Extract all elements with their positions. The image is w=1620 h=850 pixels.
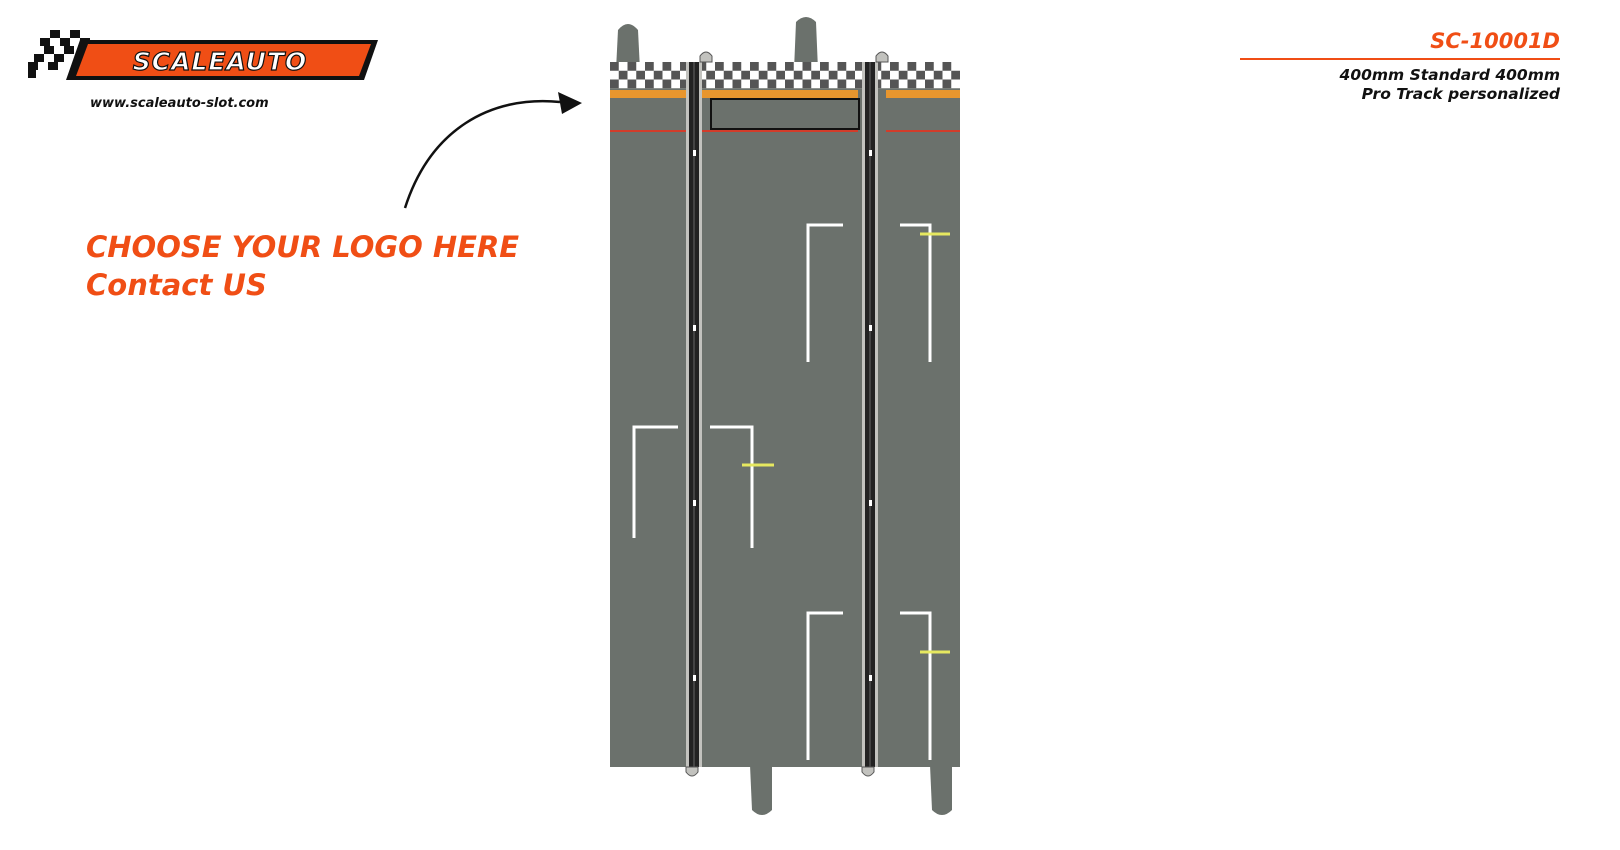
rail-tie <box>693 675 696 681</box>
checker-square <box>828 70 838 80</box>
checker-square <box>732 79 742 89</box>
checker-square <box>610 79 619 89</box>
checker-square <box>793 70 803 80</box>
product-divider <box>1240 58 1560 60</box>
rail-tie <box>693 500 696 506</box>
checker-square <box>846 70 855 80</box>
checker-square <box>715 62 724 71</box>
rail-tie <box>869 500 872 506</box>
checkered-start-band <box>610 62 960 89</box>
rail-tie <box>693 150 696 156</box>
connector-tab-bottom-left <box>750 765 772 815</box>
checker-square <box>785 62 794 71</box>
curved-arrow-icon <box>403 92 582 209</box>
red-line-left <box>610 130 686 132</box>
checker-square <box>907 79 917 89</box>
orange-stripe-left <box>610 90 686 98</box>
checker-square <box>916 70 925 80</box>
connector-tab-bottom-right <box>930 765 952 815</box>
checker-square <box>627 79 637 89</box>
checker-square <box>723 70 733 80</box>
checker-square <box>645 62 654 71</box>
checker-square <box>715 79 724 89</box>
checker-square <box>680 62 689 71</box>
rail-clip-top-right <box>875 51 889 63</box>
pit-marking-3 <box>806 611 932 760</box>
product-description-line2: Pro Track personalized <box>1361 85 1560 103</box>
checker-square <box>767 79 777 89</box>
website-url[interactable]: www.scaleauto-slot.com <box>90 96 269 111</box>
pit-marking-2 <box>632 425 754 548</box>
checker-square <box>680 79 689 89</box>
lane-2-slot <box>862 62 878 767</box>
rail-tie <box>869 150 872 156</box>
checker-square <box>855 79 864 89</box>
checker-square <box>750 79 759 89</box>
checker-square <box>758 70 768 80</box>
checker-square <box>802 79 812 89</box>
checker-square <box>618 70 628 80</box>
rail-tie <box>869 675 872 681</box>
product-info: SC-10001D 400mm Standard 400mm Pro Track… <box>1240 28 1560 104</box>
checker-square <box>942 79 952 89</box>
orange-stripe-center <box>702 90 858 98</box>
pit-marking-1 <box>806 223 932 362</box>
checker-square <box>898 70 908 80</box>
checker-square <box>837 62 847 71</box>
contact-us-link[interactable]: Contact US <box>86 268 267 302</box>
logo-callout: CHOOSE YOUR LOGO HERE Contact US <box>86 228 519 304</box>
checkered-flag-icon <box>28 30 90 78</box>
red-line-right <box>886 130 960 132</box>
checker-square <box>767 62 777 71</box>
checker-square <box>837 79 847 89</box>
brand-logo-text: SCALEAUTO <box>133 47 308 76</box>
checker-square <box>925 62 934 71</box>
connector-tab-top-left <box>616 24 640 70</box>
rail-clip-top-left <box>699 51 713 63</box>
checker-square <box>662 79 672 89</box>
checker-square <box>785 79 794 89</box>
product-code: SC-10001D <box>1430 29 1560 53</box>
checker-square <box>855 62 864 71</box>
checker-square <box>645 79 654 89</box>
rail-clip-bottom-left <box>685 766 699 777</box>
checker-square <box>890 79 899 89</box>
checker-square <box>732 62 742 71</box>
callout-headline: CHOOSE YOUR LOGO HERE <box>86 230 520 264</box>
track-piece <box>610 17 960 815</box>
product-description-line1: 400mm Standard 400mm <box>1339 66 1560 84</box>
rail-clip-bottom-right <box>861 766 875 777</box>
checker-square <box>890 62 899 71</box>
brand-logo: SCALEAUTO <box>28 30 378 80</box>
rail-tie <box>693 325 696 331</box>
checker-square <box>907 62 917 71</box>
checker-square <box>811 70 820 80</box>
orange-stripe-right <box>886 90 960 98</box>
checker-square <box>802 62 812 71</box>
checker-square <box>933 70 943 80</box>
checker-square <box>627 62 637 71</box>
checker-square <box>610 62 619 71</box>
checker-square <box>942 62 952 71</box>
checker-square <box>951 70 960 80</box>
connector-tab-top-right <box>794 17 818 70</box>
checker-square <box>662 62 672 71</box>
rail-tie <box>869 325 872 331</box>
checker-square <box>820 79 829 89</box>
logo-placeholder-box[interactable] <box>710 98 860 130</box>
product-description: 400mm Standard 400mm Pro Track personali… <box>1240 66 1560 104</box>
checker-square <box>925 79 934 89</box>
checker-square <box>671 70 680 80</box>
checker-square <box>750 62 759 71</box>
track-surface <box>610 62 960 767</box>
lane-1-slot <box>686 62 702 767</box>
checker-square <box>776 70 785 80</box>
checker-square <box>881 70 890 80</box>
checker-square <box>706 70 715 80</box>
checker-square <box>741 70 750 80</box>
checker-square <box>653 70 663 80</box>
checker-square <box>820 62 829 71</box>
red-line-center <box>702 130 858 132</box>
checker-square <box>636 70 645 80</box>
